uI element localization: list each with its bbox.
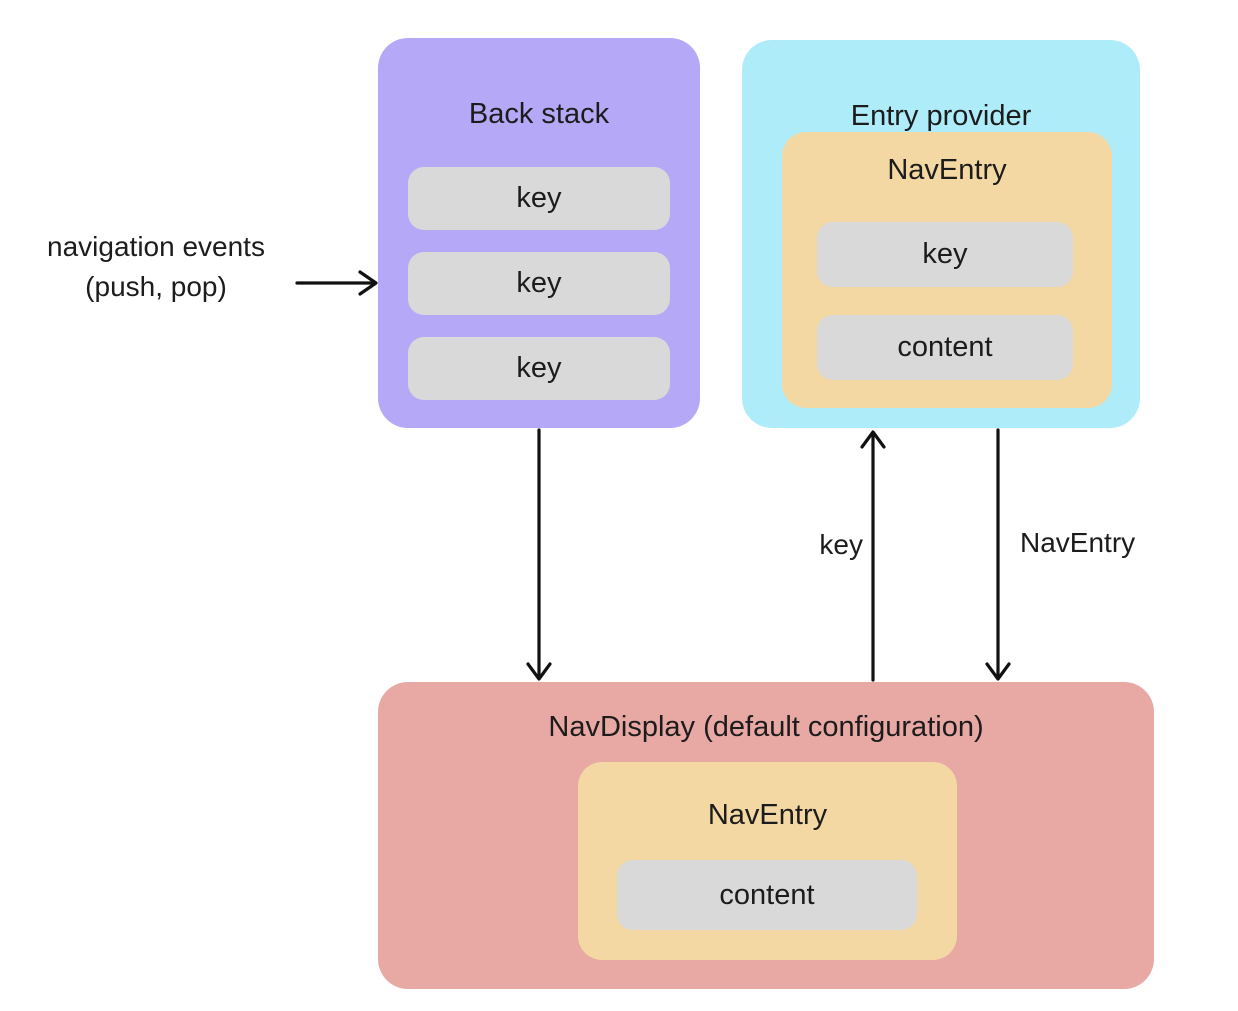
nav-entry-content-row: content (617, 860, 917, 930)
back-stack-title-text: Back stack (468, 98, 610, 130)
back-stack-key-row-2: key (408, 252, 670, 315)
content-label: content (719, 878, 815, 911)
key-label: key (516, 352, 562, 384)
entry-provider-title: Entry provider (850, 100, 1032, 132)
arrow-key-up-to-entry-provider (860, 430, 886, 682)
nav-display-box: NavDisplay (default configuration) NavEn… (378, 682, 1154, 989)
key-label: key (516, 182, 562, 214)
navigation-events-line1: navigation events (47, 231, 265, 262)
nav-entry-key-row: key (817, 222, 1073, 287)
navigation-events-label: navigation events (push, pop) (8, 227, 304, 307)
nav-display-title: NavDisplay (default configuration) (548, 711, 984, 743)
arrow-navigation-events-to-back-stack (295, 270, 378, 296)
key-label: key (922, 238, 968, 270)
entry-provider-nav-entry-box: NavEntry key content (782, 132, 1112, 408)
navigation-events-line2: (push, pop) (85, 271, 227, 302)
content-label: content (897, 331, 993, 363)
nav-entry-content-row: content (817, 315, 1073, 380)
back-stack-key-row-1: key (408, 167, 670, 230)
nav-entry-title: NavEntry (707, 799, 828, 831)
arrow-nav-entry-down-to-nav-display (985, 428, 1011, 681)
entry-provider-box: Entry provider NavEntry key content (742, 40, 1140, 428)
back-stack-box: Back stack key key key (378, 38, 700, 428)
back-stack-key-row-3: key (408, 337, 670, 400)
nav-entry-title: NavEntry (887, 154, 1007, 186)
arrow-back-stack-to-nav-display (526, 428, 552, 681)
key-label: key (516, 267, 562, 299)
nav-display-nav-entry-box: NavEntry content (578, 762, 957, 960)
nav-entry-arrow-label: NavEntry (1020, 527, 1136, 558)
key-arrow-label: key (819, 529, 863, 560)
